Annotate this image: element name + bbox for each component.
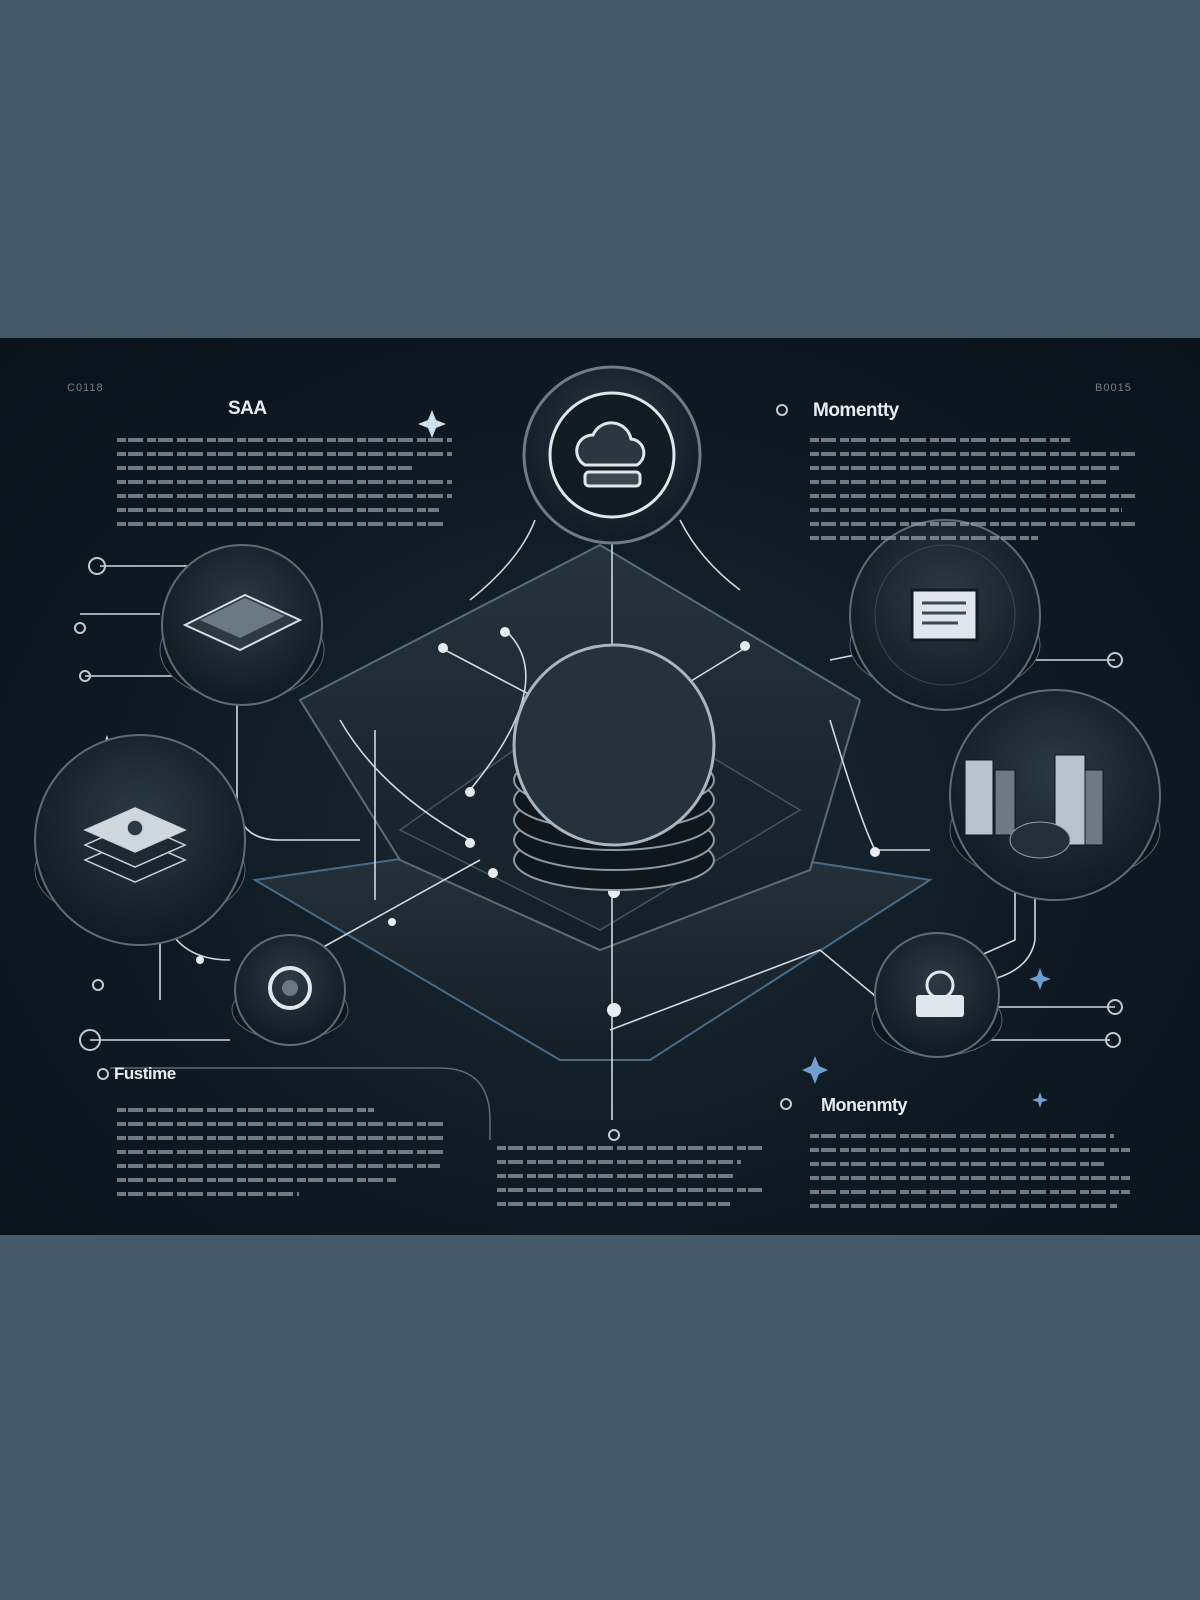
stacked-layers-node[interactable]	[34, 734, 246, 946]
paragraph-center	[497, 1146, 762, 1216]
lock-node[interactable]	[871, 932, 1003, 1058]
cloud-server-node[interactable]	[522, 365, 702, 545]
code-label-right: B0015	[1095, 382, 1132, 394]
stacked-layers-icon	[83, 807, 187, 883]
paragraph-monenmty	[810, 1134, 1130, 1218]
lock-icon	[916, 970, 964, 1017]
city-buildings-node[interactable]	[949, 689, 1161, 901]
heading-momentty: Momentty	[813, 400, 899, 421]
city-buildings-icon	[964, 754, 1104, 859]
heading-fustime: Fustime	[114, 1064, 176, 1083]
database-stack-icon	[512, 643, 716, 847]
connector-lines	[80, 385, 1115, 1140]
gear-ring-icon	[268, 966, 312, 1010]
document-monitor-icon	[910, 588, 979, 642]
layered-screen-node[interactable]	[159, 544, 325, 706]
heading-monenmty: Monenmty	[821, 1095, 908, 1115]
cloud-server-icon	[575, 421, 646, 488]
paragraph-momentty	[810, 438, 1135, 550]
heading-saa: SAA	[228, 398, 267, 419]
gear-ring-node[interactable]	[231, 934, 349, 1046]
layered-screen-icon	[182, 593, 303, 652]
paragraph-fustime	[117, 1108, 447, 1206]
document-monitor-node[interactable]	[849, 519, 1041, 711]
code-label-left: C0118	[67, 382, 104, 394]
paragraph-saa	[117, 438, 452, 536]
database-stack-node[interactable]	[512, 643, 716, 891]
